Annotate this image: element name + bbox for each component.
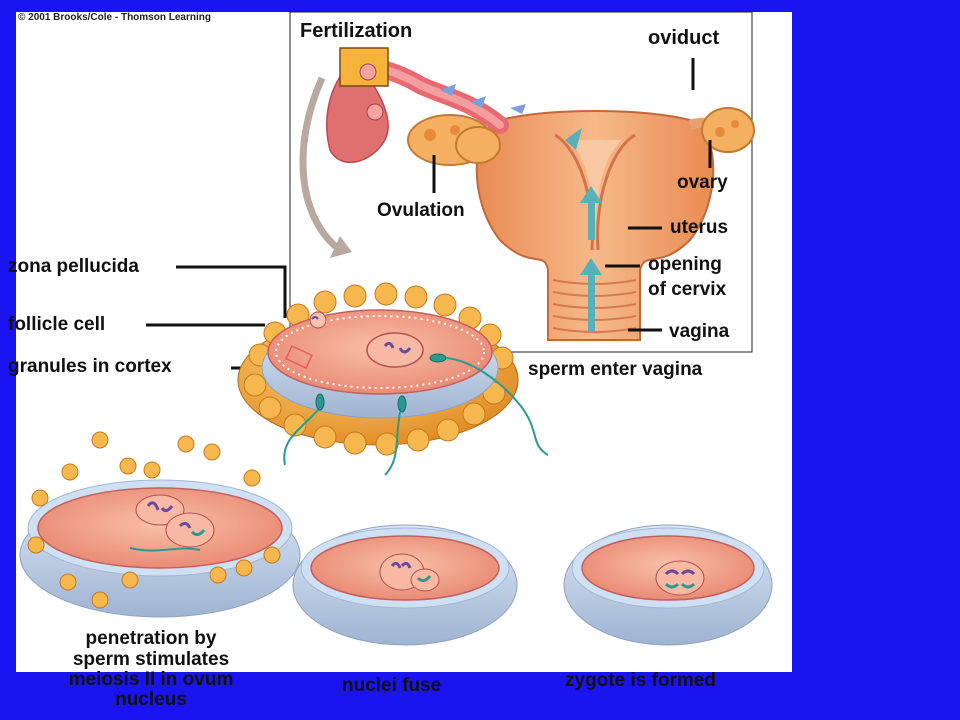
caption-zygote-formed: zygote is formed: [565, 670, 716, 691]
caption-nuclei-fuse: nuclei fuse: [342, 675, 442, 696]
caption-penetration-2: sperm stimulates: [72, 649, 230, 670]
nuclei-fuse-cell: [292, 524, 518, 646]
caption-penetration-4: nucleus: [115, 689, 187, 710]
label-oviduct: oviduct: [648, 27, 720, 49]
caption-penetration-1: penetration by: [85, 628, 217, 649]
label-ovulation: Ovulation: [377, 200, 465, 221]
follicle-cluster: [237, 282, 549, 476]
label-ovary: ovary: [677, 172, 728, 193]
label-granules-in-cortex: granules in cortex: [8, 356, 172, 377]
label-zona-pellucida: zona pellucida: [8, 256, 139, 277]
penetration-cell: [19, 431, 301, 618]
ovary-right: [688, 107, 755, 153]
label-fertilization: Fertilization: [300, 20, 413, 42]
transfer-arrow: [299, 76, 343, 253]
uterus-shape: [475, 110, 715, 341]
label-vagina: vagina: [669, 321, 730, 342]
zygote-cell: [563, 524, 773, 646]
copyright-notice: © 2001 Brooks/Cole - Thomson Learning: [18, 12, 211, 23]
leader-lines: [146, 58, 712, 370]
caption-penetration-3: meiosis II in ovum: [68, 669, 234, 690]
label-follicle-cell: follicle cell: [8, 314, 106, 335]
label-uterus: uterus: [670, 217, 729, 238]
label-sperm-enter-vagina: sperm enter vagina: [528, 359, 703, 380]
ovary-left: [407, 114, 501, 166]
label-opening: opening: [648, 254, 722, 275]
label-of-cervix: of cervix: [648, 279, 727, 300]
